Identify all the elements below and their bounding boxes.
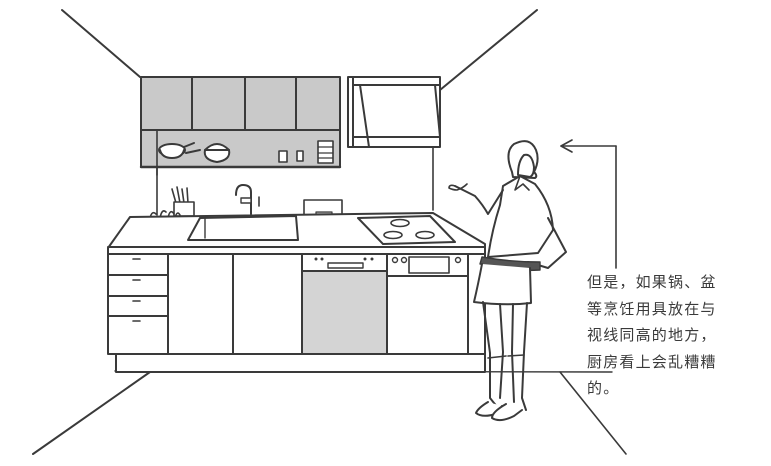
gas-cooktop-icon [357,215,456,245]
backsplash [156,146,434,216]
sink-icon [187,215,299,241]
range-hood [347,76,441,148]
open-shelf [139,129,342,176]
faucet-icon [235,184,260,215]
woman-figure [448,140,567,422]
pot-icon [158,142,201,159]
lidded-pot-icon [203,143,231,163]
caption-line: 厨房看上会乱糟糟 [587,352,717,371]
stacked-containers-icon [317,140,334,164]
caption-line: 等烹饪用具放在与 [587,299,717,318]
wall-cabinets [140,76,341,131]
caption-line: 的。 [587,379,620,397]
caption-line: 但是，如果锅、盆 [587,273,717,291]
base-cabinets [107,253,486,373]
caption-line: 视线同高的地方， [587,326,717,344]
pointer-arrow-icon [560,139,617,269]
cups-icon [278,150,304,163]
knife-block-icon [171,186,195,217]
caption-text: 但是，如果锅、盆 等烹饪用具放在与 视线同高的地方， 厨房看上会乱糟糟 的。 [587,269,762,402]
